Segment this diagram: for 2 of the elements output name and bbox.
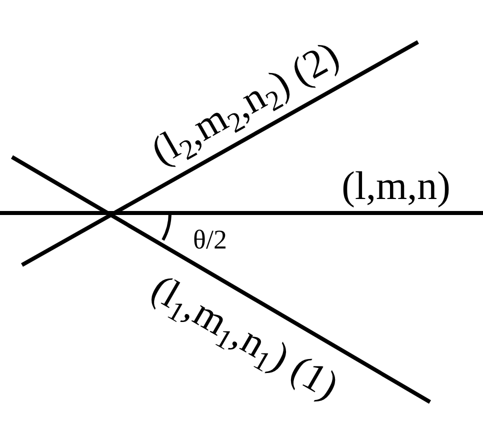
line-label: (l,m,n) [342, 166, 450, 206]
angle-label: θ/2 [193, 226, 227, 254]
